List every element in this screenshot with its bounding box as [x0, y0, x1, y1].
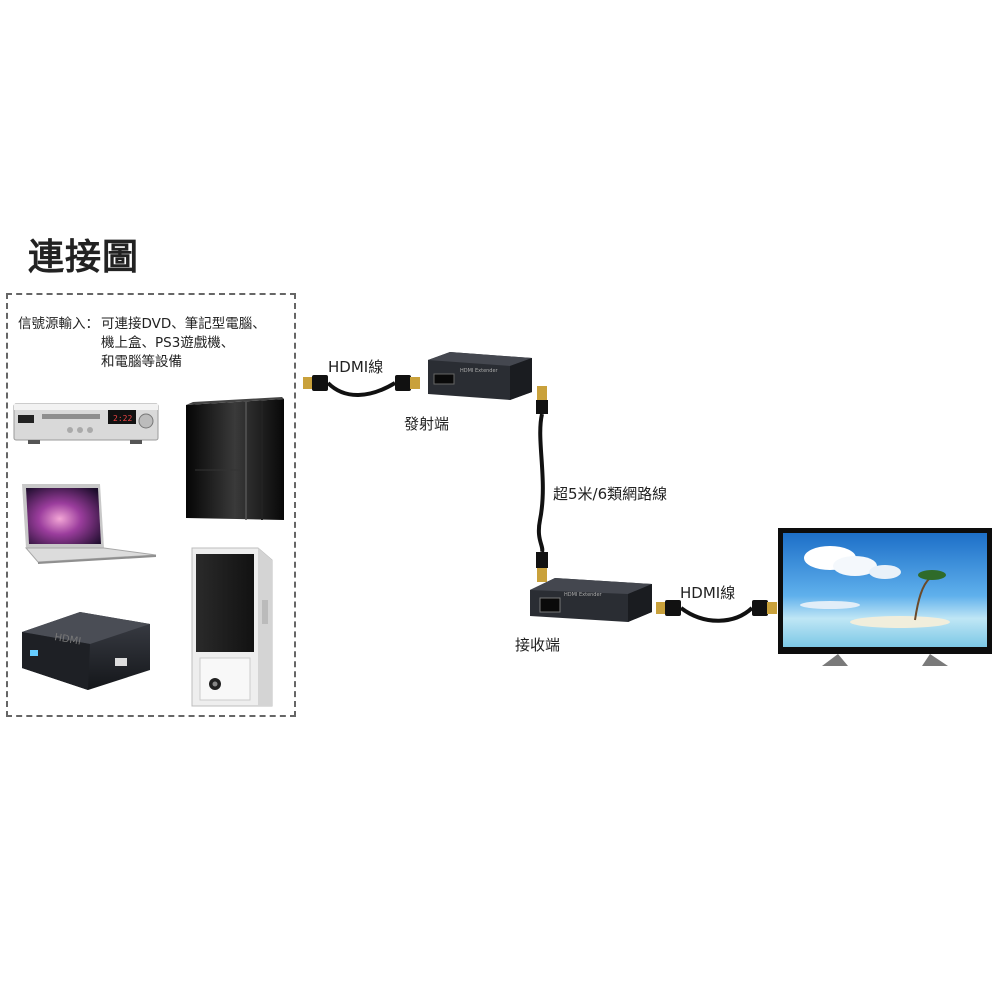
hdmi-cable-1-label: HDMI線 [328, 358, 384, 376]
svg-text:HDMI Extender: HDMI Extender [564, 592, 603, 598]
desktop-computer-icon [191, 547, 273, 707]
signal-source-label: 信號源輸入： [18, 316, 99, 332]
source-line-2: 機上盒、PS3遊戲機、 [101, 335, 235, 351]
svg-text:2:22: 2:22 [113, 414, 132, 423]
network-cable-label: 超5米/6類網路線 [553, 485, 668, 503]
svg-text:HDMI Extender: HDMI Extender [460, 368, 499, 374]
source-line-3: 和電腦等設備 [101, 354, 182, 370]
page-title: 連接圖 [28, 237, 140, 278]
set-top-box-icon: HDMI [22, 612, 150, 690]
television-icon [778, 528, 992, 666]
svg-text:HDMI: HDMI [53, 632, 81, 647]
signal-source-box: 信號源輸入： 可連接DVD、筆記型電腦、 機上盒、PS3遊戲機、 和電腦等設備 [6, 293, 296, 717]
hdmi-cable-2-label: HDMI線 [680, 584, 736, 602]
transmitter-label: 發射端 [404, 415, 450, 433]
hdmi-cable-1-icon [303, 375, 420, 397]
network-cable-icon [536, 386, 548, 582]
transmitter-device-icon: HDMI Extender [428, 352, 532, 400]
ps3-console-icon [186, 397, 284, 520]
signal-source-description: 可連接DVD、筆記型電腦、 機上盒、PS3遊戲機、 和電腦等設備 [101, 315, 301, 372]
receiver-device-icon: HDMI Extender [530, 578, 652, 622]
receiver-label: 接收端 [515, 636, 561, 654]
hdmi-cable-2-icon [656, 600, 777, 623]
laptop-icon [22, 484, 157, 564]
source-line-1: 可連接DVD、筆記型電腦、 [101, 316, 266, 332]
dvd-player-icon: 2:22 [13, 403, 159, 444]
